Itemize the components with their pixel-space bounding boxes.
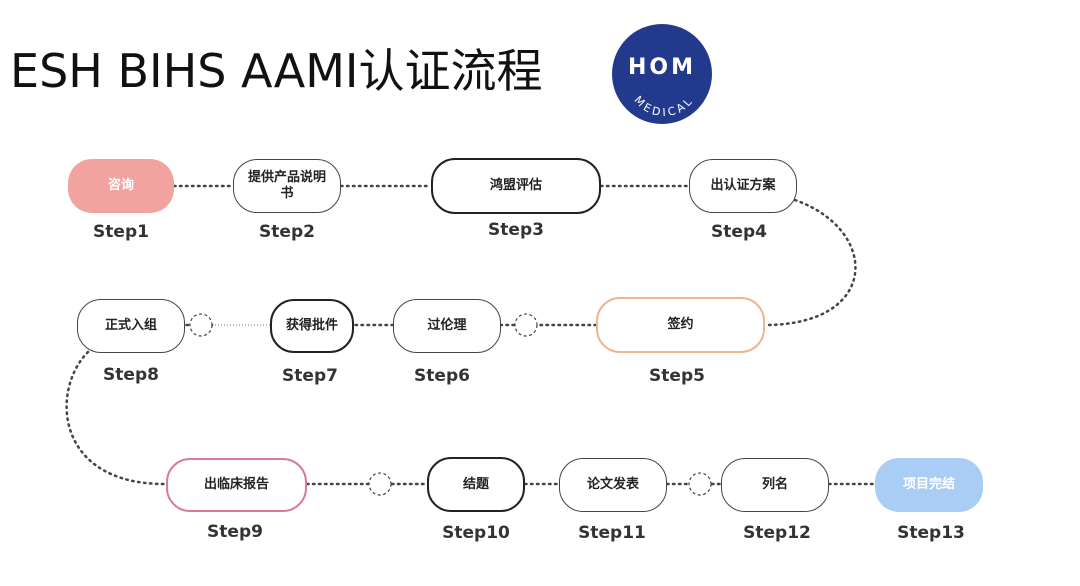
junction-circle-1 (514, 313, 538, 337)
step1-caption: Step1 (93, 222, 149, 242)
step7-label: 获得批件 (285, 318, 338, 333)
hom-medical-logo: HOM MEDICAL (612, 24, 712, 124)
step8-node: 正式入组 (77, 299, 185, 353)
step5-node: 签约 (596, 297, 765, 353)
step8-label: 正式入组 (104, 318, 157, 333)
step9-caption: Step9 (207, 522, 263, 542)
step4-label: 出认证方案 (710, 178, 776, 193)
step4-caption: Step4 (711, 222, 767, 242)
step2-label: 提供产品说明书 (247, 170, 326, 201)
step10-label: 结题 (462, 476, 489, 492)
step7-node: 获得批件 (270, 299, 354, 353)
step9-node: 出临床报告 (166, 458, 307, 512)
step12-node: 列名 (721, 458, 829, 512)
logo-text: HOM (628, 55, 696, 80)
step13-node: 项目完结 (875, 458, 983, 512)
connector-4-5 (763, 198, 857, 327)
logo-circle (612, 24, 712, 124)
step7-caption: Step7 (282, 366, 338, 386)
step6-caption: Step6 (414, 366, 470, 386)
step10-node: 结题 (427, 457, 525, 512)
junction-circle-2 (189, 313, 213, 337)
step12-caption: Step12 (743, 523, 811, 543)
step13-caption: Step13 (897, 523, 965, 543)
step10-caption: Step10 (442, 523, 510, 543)
step3-caption: Step3 (488, 220, 544, 240)
step12-label: 列名 (761, 477, 788, 492)
step6-label: 过伦理 (427, 318, 467, 333)
step2-caption: Step2 (259, 222, 315, 242)
step13-label: 项目完结 (902, 477, 955, 492)
step4-node: 出认证方案 (689, 159, 797, 213)
step1-node: 咨询 (68, 159, 174, 213)
step5-caption: Step5 (649, 366, 705, 386)
junction-circle-4 (688, 472, 712, 496)
step11-caption: Step11 (578, 523, 646, 543)
step2-node: 提供产品说明书 (233, 159, 341, 213)
step6-node: 过伦理 (393, 299, 501, 353)
junction-circle-3 (368, 472, 392, 496)
page-title: ESH BIHS AAMI认证流程 (10, 44, 543, 98)
step3-label: 鸿盟评估 (489, 178, 542, 193)
step11-label: 论文发表 (586, 477, 639, 492)
step8-caption: Step8 (103, 365, 159, 385)
step1-label: 咨询 (107, 178, 134, 193)
step11-node: 论文发表 (559, 458, 667, 512)
step3-node: 鸿盟评估 (431, 158, 601, 214)
step9-label: 出临床报告 (203, 477, 269, 492)
step5-label: 签约 (667, 317, 694, 332)
